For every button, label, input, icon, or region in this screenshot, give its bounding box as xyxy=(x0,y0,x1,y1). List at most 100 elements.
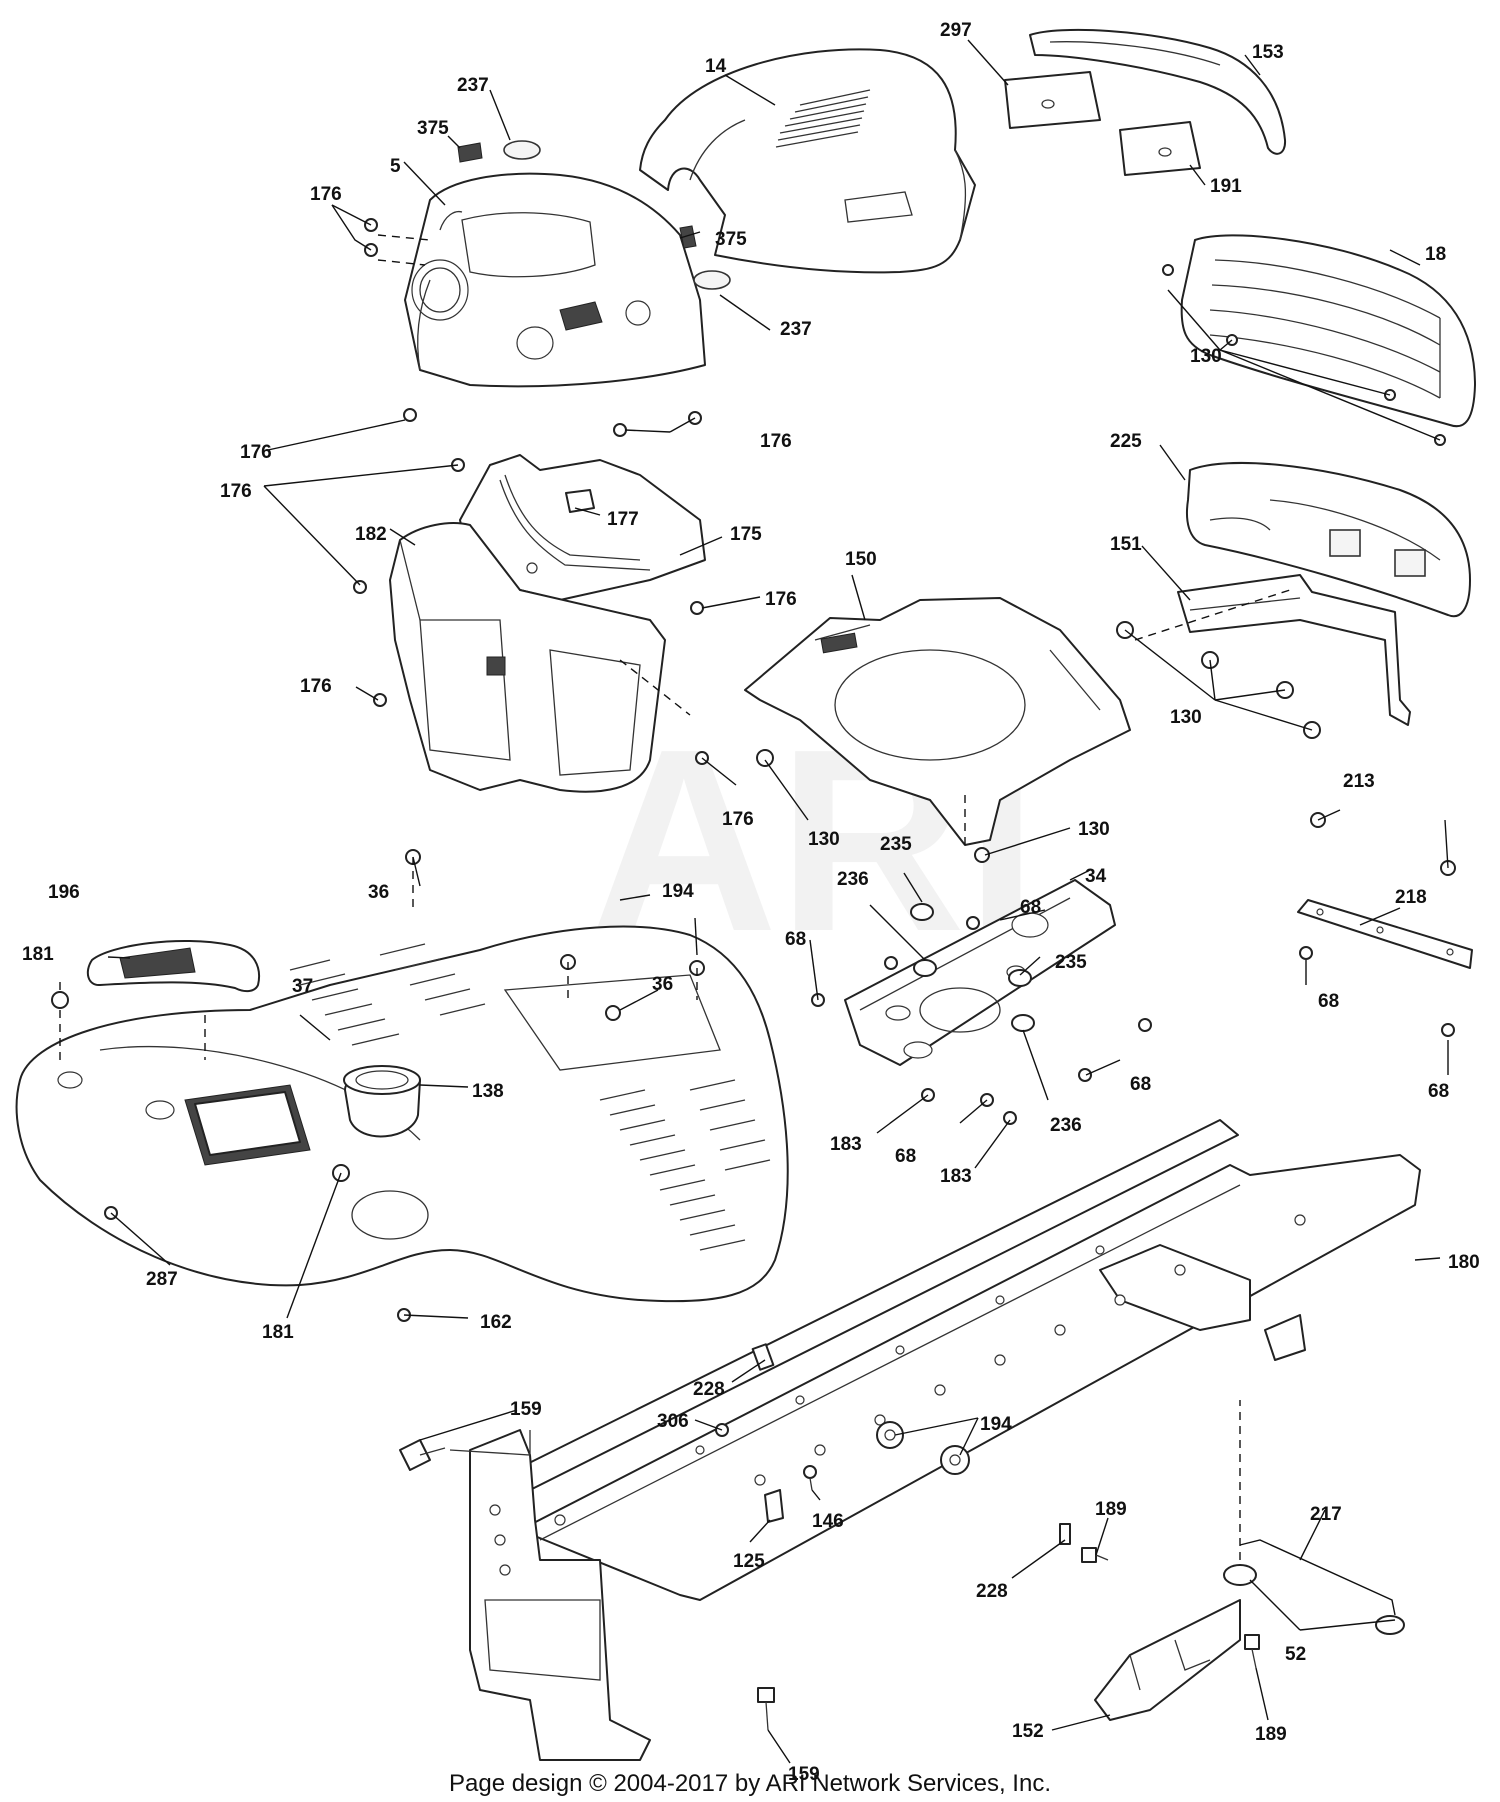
callout-162: 162 xyxy=(480,1312,512,1333)
callout-177: 177 xyxy=(607,509,639,530)
shroud-part-150 xyxy=(744,597,1131,846)
callout-176-b: 176 xyxy=(240,442,272,463)
callout-237-b: 237 xyxy=(780,319,812,340)
assembly-dash-lines xyxy=(59,234,1291,1560)
callout-375-a: 375 xyxy=(417,118,449,139)
callout-176-g: 176 xyxy=(722,809,754,830)
nut-part-194-a xyxy=(876,1421,904,1449)
callout-287: 287 xyxy=(146,1269,178,1290)
callout-375-b: 375 xyxy=(715,229,747,250)
callout-237-a: 237 xyxy=(457,75,489,96)
callout-18: 18 xyxy=(1425,244,1446,265)
callout-36-a: 36 xyxy=(368,882,389,903)
callout-228-a: 228 xyxy=(693,1379,725,1400)
callout-236-a: 236 xyxy=(837,869,869,890)
bushing-part-236-a xyxy=(913,959,937,977)
callout-176-f: 176 xyxy=(300,676,332,697)
bolt-part-189-a xyxy=(1081,1547,1109,1563)
callout-235-b: 235 xyxy=(1055,952,1087,973)
callout-125: 125 xyxy=(733,1551,765,1572)
trim-part-196 xyxy=(86,940,260,993)
callout-130-a: 130 xyxy=(1190,346,1222,367)
callout-5: 5 xyxy=(390,156,401,177)
callout-235-a: 235 xyxy=(880,834,912,855)
bar-part-218 xyxy=(1297,899,1473,969)
callout-159-a: 159 xyxy=(510,1399,542,1420)
callout-218: 218 xyxy=(1395,887,1427,908)
leader-lines xyxy=(59,39,1449,1764)
plug-part-237-b xyxy=(693,270,731,290)
callout-130-d: 130 xyxy=(1078,819,1110,840)
callout-138: 138 xyxy=(472,1081,504,1102)
clip-part-375-a xyxy=(457,142,483,163)
callout-153: 153 xyxy=(1252,42,1284,63)
filler-neck-part-138 xyxy=(343,1065,421,1138)
headlight-panel-part-225 xyxy=(1186,461,1471,618)
grille-part-18 xyxy=(1180,234,1476,428)
callout-181-a: 181 xyxy=(22,944,54,965)
bumper-part-191 xyxy=(1119,121,1201,176)
callout-176-e: 176 xyxy=(765,589,797,610)
callout-130-b: 130 xyxy=(1170,707,1202,728)
callout-146: 146 xyxy=(812,1511,844,1532)
dash-panel-part-5 xyxy=(404,172,706,388)
grommet-part-52-b xyxy=(1375,1615,1405,1635)
callout-37: 37 xyxy=(292,976,313,997)
callout-194-a: 194 xyxy=(662,881,694,902)
callout-217: 217 xyxy=(1310,1504,1342,1525)
callout-194-b: 194 xyxy=(980,1414,1012,1435)
callout-150: 150 xyxy=(845,549,877,570)
callout-180: 180 xyxy=(1448,1252,1480,1273)
copyright-footer: Page design © 2004-2017 by ARI Network S… xyxy=(448,1770,1051,1797)
callout-14: 14 xyxy=(705,56,727,77)
callout-68-a: 68 xyxy=(1020,897,1041,918)
callout-182: 182 xyxy=(355,524,387,545)
callout-306: 306 xyxy=(657,1411,689,1432)
bracket-part-151 xyxy=(1177,574,1411,726)
spacer-part-235-a xyxy=(910,903,934,921)
callout-189-b: 189 xyxy=(1255,1724,1287,1745)
callout-34: 34 xyxy=(1085,866,1107,887)
pin-part-228-b xyxy=(1059,1523,1071,1545)
callout-228-b: 228 xyxy=(976,1581,1008,1602)
sensor-part-177 xyxy=(565,489,595,513)
bolt-part-159-a xyxy=(399,1439,446,1471)
callout-181-b: 181 xyxy=(262,1322,294,1343)
plug-part-237-a xyxy=(503,140,541,160)
bushing-part-236-b xyxy=(1011,1014,1035,1032)
hood-part-14 xyxy=(639,48,976,274)
callout-159-b: 159 xyxy=(788,1764,820,1785)
callout-68-d: 68 xyxy=(895,1146,916,1167)
callout-151: 151 xyxy=(1110,534,1142,555)
callout-176-c: 176 xyxy=(760,431,792,452)
callout-68-e: 68 xyxy=(1318,991,1339,1012)
callout-36-b: 36 xyxy=(652,974,673,995)
callout-labels: 14 297 153 191 237 375 5 176 375 237 18 … xyxy=(22,20,1480,1785)
callout-176-a: 176 xyxy=(310,184,342,205)
callout-68-c: 68 xyxy=(1130,1074,1151,1095)
callout-191: 191 xyxy=(1210,176,1242,197)
callout-225: 225 xyxy=(1110,431,1142,452)
trim-part-153 xyxy=(1029,28,1287,155)
callout-183-a: 183 xyxy=(830,1134,862,1155)
callout-183-b: 183 xyxy=(940,1166,972,1187)
rod-part-217 xyxy=(1239,1539,1396,1616)
shield-part-152 xyxy=(1094,1599,1241,1721)
callout-196: 196 xyxy=(48,882,80,903)
callout-189-a: 189 xyxy=(1095,1499,1127,1520)
callout-175: 175 xyxy=(730,524,762,545)
pin-part-146 xyxy=(803,1465,817,1491)
bumper-part-297 xyxy=(1004,71,1101,129)
callout-68-f: 68 xyxy=(1428,1081,1449,1102)
callout-297: 297 xyxy=(940,20,972,41)
callout-152: 152 xyxy=(1012,1721,1044,1742)
callout-68-b: 68 xyxy=(785,929,806,950)
bolt-part-159-b xyxy=(757,1687,775,1731)
clip-part-375-b xyxy=(679,225,697,249)
bolt-part-189-b xyxy=(1244,1634,1260,1669)
callout-130-c: 130 xyxy=(808,829,840,850)
grommet-part-52-a xyxy=(1223,1564,1257,1586)
frame-part-180 xyxy=(449,1119,1421,1761)
nut-part-194-b xyxy=(940,1445,970,1475)
